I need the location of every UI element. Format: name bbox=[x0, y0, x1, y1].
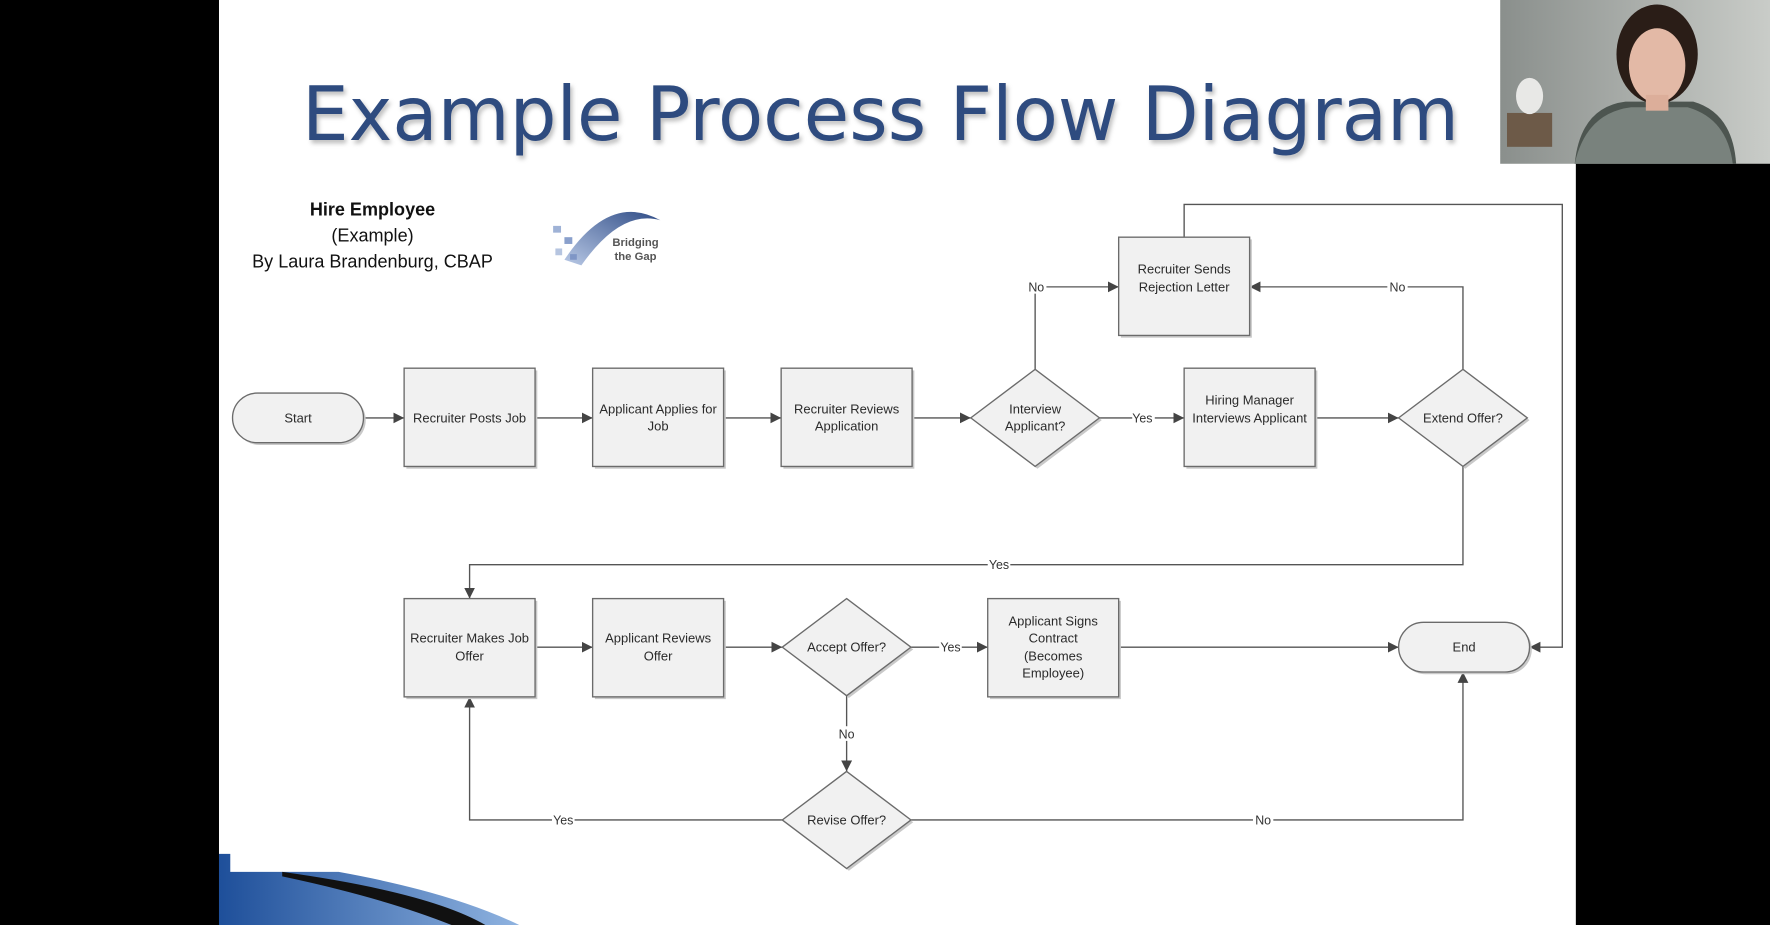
svg-text:Offer: Offer bbox=[644, 649, 673, 664]
svg-text:(Becomes: (Becomes bbox=[1024, 649, 1083, 664]
edge-label-extend-yes: Yes bbox=[989, 558, 1009, 572]
node-end: End bbox=[1397, 621, 1532, 675]
svg-text:Hiring Manager: Hiring Manager bbox=[1205, 392, 1294, 407]
diagram-name: Hire Employee bbox=[310, 200, 435, 220]
decision-revise-offer: Revise Offer? bbox=[781, 770, 914, 871]
node-hiring-manager-interviews: Hiring Manager Interviews Applicant bbox=[1183, 367, 1318, 469]
node-recruiter-reviews-application: Recruiter Reviews Application bbox=[780, 367, 915, 469]
svg-text:Contract: Contract bbox=[1029, 631, 1078, 646]
svg-text:Applicant Reviews: Applicant Reviews bbox=[605, 631, 711, 646]
node-applicant-reviews-offer: Applicant Reviews Offer bbox=[591, 597, 726, 700]
decision-accept-offer: Accept Offer? bbox=[781, 597, 914, 698]
svg-text:Rejection Letter: Rejection Letter bbox=[1139, 279, 1230, 294]
svg-text:Interviews Applicant: Interviews Applicant bbox=[1192, 410, 1307, 425]
edge-label-interview-yes: Yes bbox=[1132, 411, 1152, 425]
diagram-author: By Laura Brandenburg, CBAP bbox=[252, 252, 493, 272]
svg-text:Offer: Offer bbox=[455, 649, 484, 664]
svg-text:Recruiter Reviews: Recruiter Reviews bbox=[794, 401, 900, 416]
svg-text:Employee): Employee) bbox=[1022, 666, 1084, 681]
node-applicant-applies: Applicant Applies for Job bbox=[591, 367, 726, 469]
node-recruiter-sends-rejection: Recruiter Sends Rejection Letter bbox=[1117, 236, 1252, 338]
svg-text:Recruiter Sends: Recruiter Sends bbox=[1138, 261, 1231, 276]
svg-text:Interview: Interview bbox=[1009, 401, 1062, 416]
svg-text:the Gap: the Gap bbox=[615, 251, 657, 263]
edge-label-accept-yes: Yes bbox=[940, 641, 960, 655]
svg-text:Revise Offer?: Revise Offer? bbox=[807, 812, 886, 827]
svg-text:Accept Offer?: Accept Offer? bbox=[807, 640, 886, 655]
node-applicant-signs-contract: Applicant Signs Contract (Becomes Employ… bbox=[987, 597, 1121, 700]
svg-text:Applicant Signs: Applicant Signs bbox=[1009, 614, 1099, 629]
edge-label-extend-no: No bbox=[1390, 280, 1406, 294]
edge-label-accept-no: No bbox=[839, 728, 855, 742]
svg-text:Bridging: Bridging bbox=[612, 237, 658, 249]
svg-text:Start: Start bbox=[284, 410, 312, 425]
webcam-video bbox=[1500, 0, 1770, 164]
edge-label-revise-no: No bbox=[1255, 813, 1271, 827]
svg-text:Recruiter Posts Job: Recruiter Posts Job bbox=[413, 410, 526, 425]
svg-text:Job: Job bbox=[648, 418, 669, 433]
svg-text:Recruiter Makes Job: Recruiter Makes Job bbox=[410, 631, 529, 646]
svg-text:Application: Application bbox=[815, 418, 878, 433]
svg-text:Applicant Applies for: Applicant Applies for bbox=[599, 401, 717, 416]
diagram-subtitle: (Example) bbox=[331, 226, 413, 246]
node-start: Start bbox=[231, 392, 366, 445]
svg-text:End: End bbox=[1453, 640, 1476, 655]
bridging-the-gap-logo: Bridging the Gap bbox=[553, 211, 661, 266]
slide-title: Example Process Flow Diagram bbox=[302, 71, 1459, 158]
node-recruiter-makes-offer: Recruiter Makes Job Offer bbox=[403, 597, 538, 700]
edge-label-interview-no: No bbox=[1028, 280, 1044, 294]
edge-labels: Yes No No Yes Yes No Yes No bbox=[551, 278, 1408, 827]
node-recruiter-posts-job: Recruiter Posts Job bbox=[403, 367, 538, 469]
svg-text:Applicant?: Applicant? bbox=[1005, 418, 1066, 433]
edge-label-revise-yes: Yes bbox=[553, 813, 573, 827]
slide-corner-swoosh bbox=[218, 853, 520, 925]
svg-text:Extend Offer?: Extend Offer? bbox=[1423, 410, 1503, 425]
